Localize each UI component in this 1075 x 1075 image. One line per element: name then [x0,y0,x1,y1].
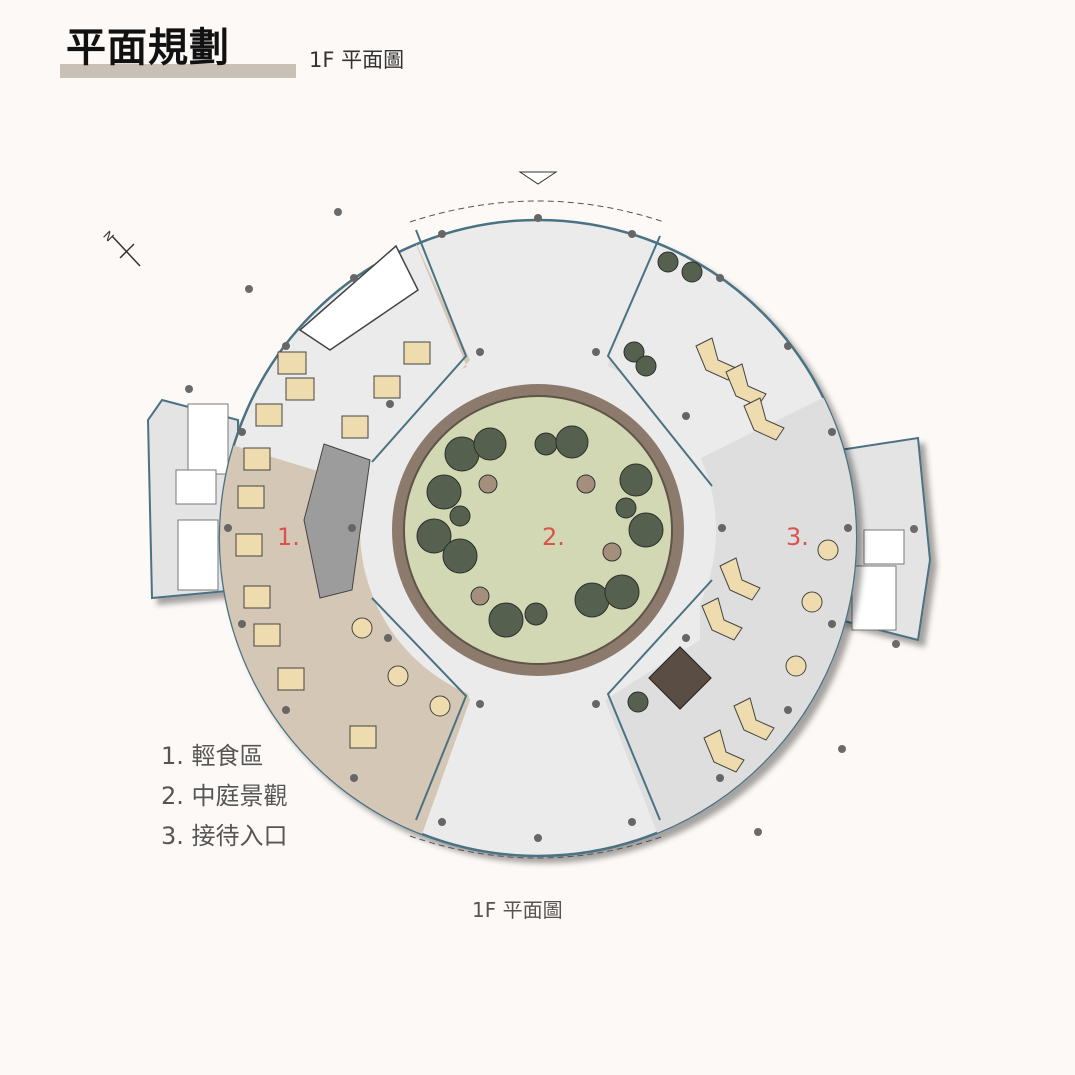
plan-caption: 1F 平面圖 [472,898,563,922]
north-label: N [100,228,116,244]
title-underline-bar [60,64,296,78]
exterior-bollards [185,208,918,836]
legend-item-3: 3. 接待入口 [161,822,288,850]
reception-furniture [695,337,839,773]
kitchen [298,244,419,351]
stair-wing-right [839,436,932,642]
zone-label-3: 3. [786,523,809,551]
service-counter [303,443,371,599]
stair-wing-left [146,398,239,600]
legend-item-2: 2. 中庭景觀 [161,782,288,810]
legend-item-1: 1. 輕食區 [161,742,264,770]
page-title: 平面規劃 [66,24,230,71]
gazebo [648,646,712,710]
entrance-arrow-icon [518,171,558,185]
north-arrow-icon: N [100,228,141,267]
cafe-tables [235,341,451,749]
legend: 1. 輕食區 2. 中庭景觀 3. 接待入口 [161,736,288,856]
zone-label-2: 2. [542,523,565,551]
page-subtitle: 1F 平面圖 [309,48,405,72]
columns [224,214,852,842]
courtyard-tables [470,474,622,606]
zone-label-1: 1. [277,523,300,551]
courtyard-trees [416,251,703,713]
